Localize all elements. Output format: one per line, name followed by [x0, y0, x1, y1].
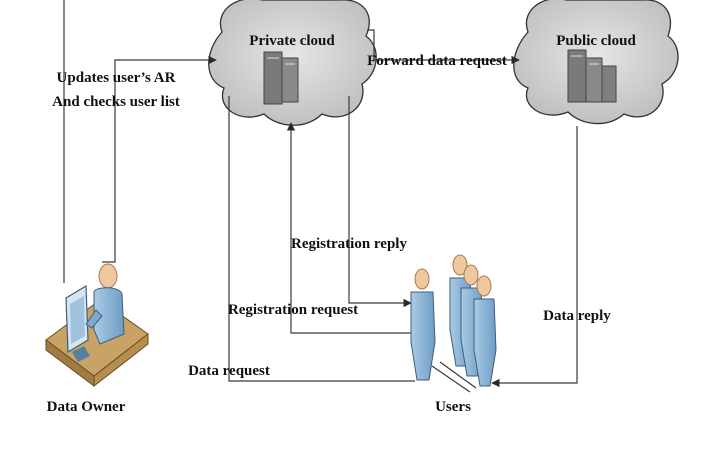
public-cloud-label: Public cloud: [556, 33, 636, 49]
connectors: [63, 0, 578, 388]
data-owner-node: Data Owner: [45, 263, 149, 415]
monitor-icon: [65, 284, 90, 362]
server-icon: [263, 51, 299, 105]
forward-request-arrow: [367, 29, 520, 65]
registration-reply-label: Registration reply: [291, 236, 407, 252]
person-icon: [473, 275, 497, 387]
private-cloud-label: Private cloud: [249, 33, 335, 49]
data-reply-label: Data reply: [543, 308, 611, 324]
registration-request-label: Registration request: [228, 302, 358, 318]
registration-request-arrow: [286, 122, 415, 334]
data-owner-label: Data Owner: [47, 399, 126, 415]
data-request-line: [228, 96, 415, 382]
forward-request-label: Forward data request: [367, 53, 507, 69]
private-cloud-node: Private cloud: [208, 0, 377, 126]
registration-reply-arrow: [348, 96, 412, 308]
public-cloud-node: Public cloud: [513, 0, 679, 125]
person-icon: [85, 263, 125, 345]
server-icon: [567, 49, 617, 103]
updates-ar-arrow: [102, 55, 217, 263]
checks-user-list-label: And checks user list: [52, 94, 180, 110]
users-label: Users: [435, 399, 471, 415]
person-icon: [410, 268, 436, 381]
updates-ar-label: Updates user’s AR: [57, 70, 176, 86]
users-node: Users: [410, 254, 497, 415]
data-request-label: Data request: [188, 363, 270, 379]
data-reply-arrow: [491, 126, 578, 388]
